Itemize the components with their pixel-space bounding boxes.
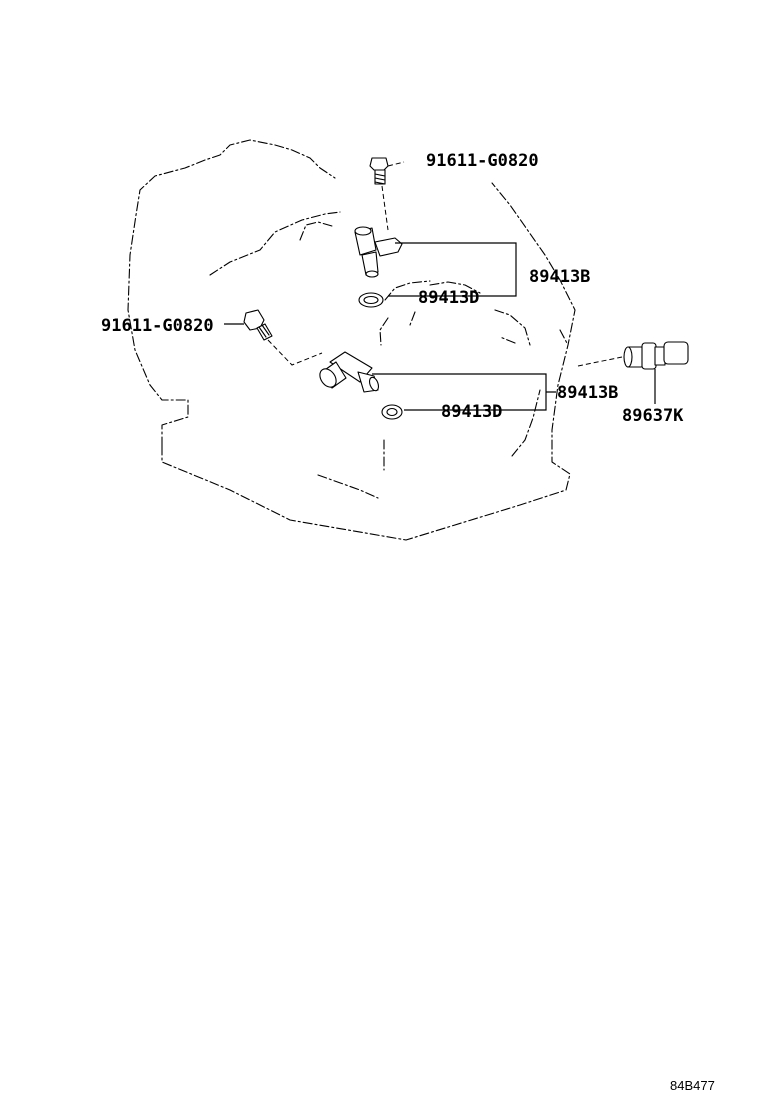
upper-oring-drawing xyxy=(358,292,384,308)
pressure-switch-drawing xyxy=(623,341,689,370)
upper-speed-sensor-drawing xyxy=(354,226,403,278)
lower-leader-lines xyxy=(372,373,556,411)
diagram-code: 84B477 xyxy=(670,1078,715,1093)
label-bolt-upper: 91611-G0820 xyxy=(426,151,539,171)
left-bolt-drawing xyxy=(243,309,273,341)
upper-bolt-guide-line xyxy=(381,161,405,231)
left-bolt-guide-line xyxy=(267,339,323,366)
lower-speed-sensor-drawing xyxy=(319,351,380,393)
upper-leader-lines xyxy=(388,242,517,297)
right-switch-guide-line xyxy=(577,356,623,367)
transaxle-housing-outline xyxy=(127,139,576,541)
label-oring-upper: 89413D xyxy=(418,288,480,308)
label-oring-lower: 89413D xyxy=(441,402,503,422)
label-bolt-left: 91611-G0820 xyxy=(101,316,214,336)
label-sensor-upper: 89413B xyxy=(529,267,591,287)
lower-oring-drawing xyxy=(381,404,403,420)
upper-bolt-drawing xyxy=(369,157,389,185)
label-switch-right: 89637K xyxy=(622,406,684,426)
label-sensor-lower: 89413B xyxy=(557,383,619,403)
